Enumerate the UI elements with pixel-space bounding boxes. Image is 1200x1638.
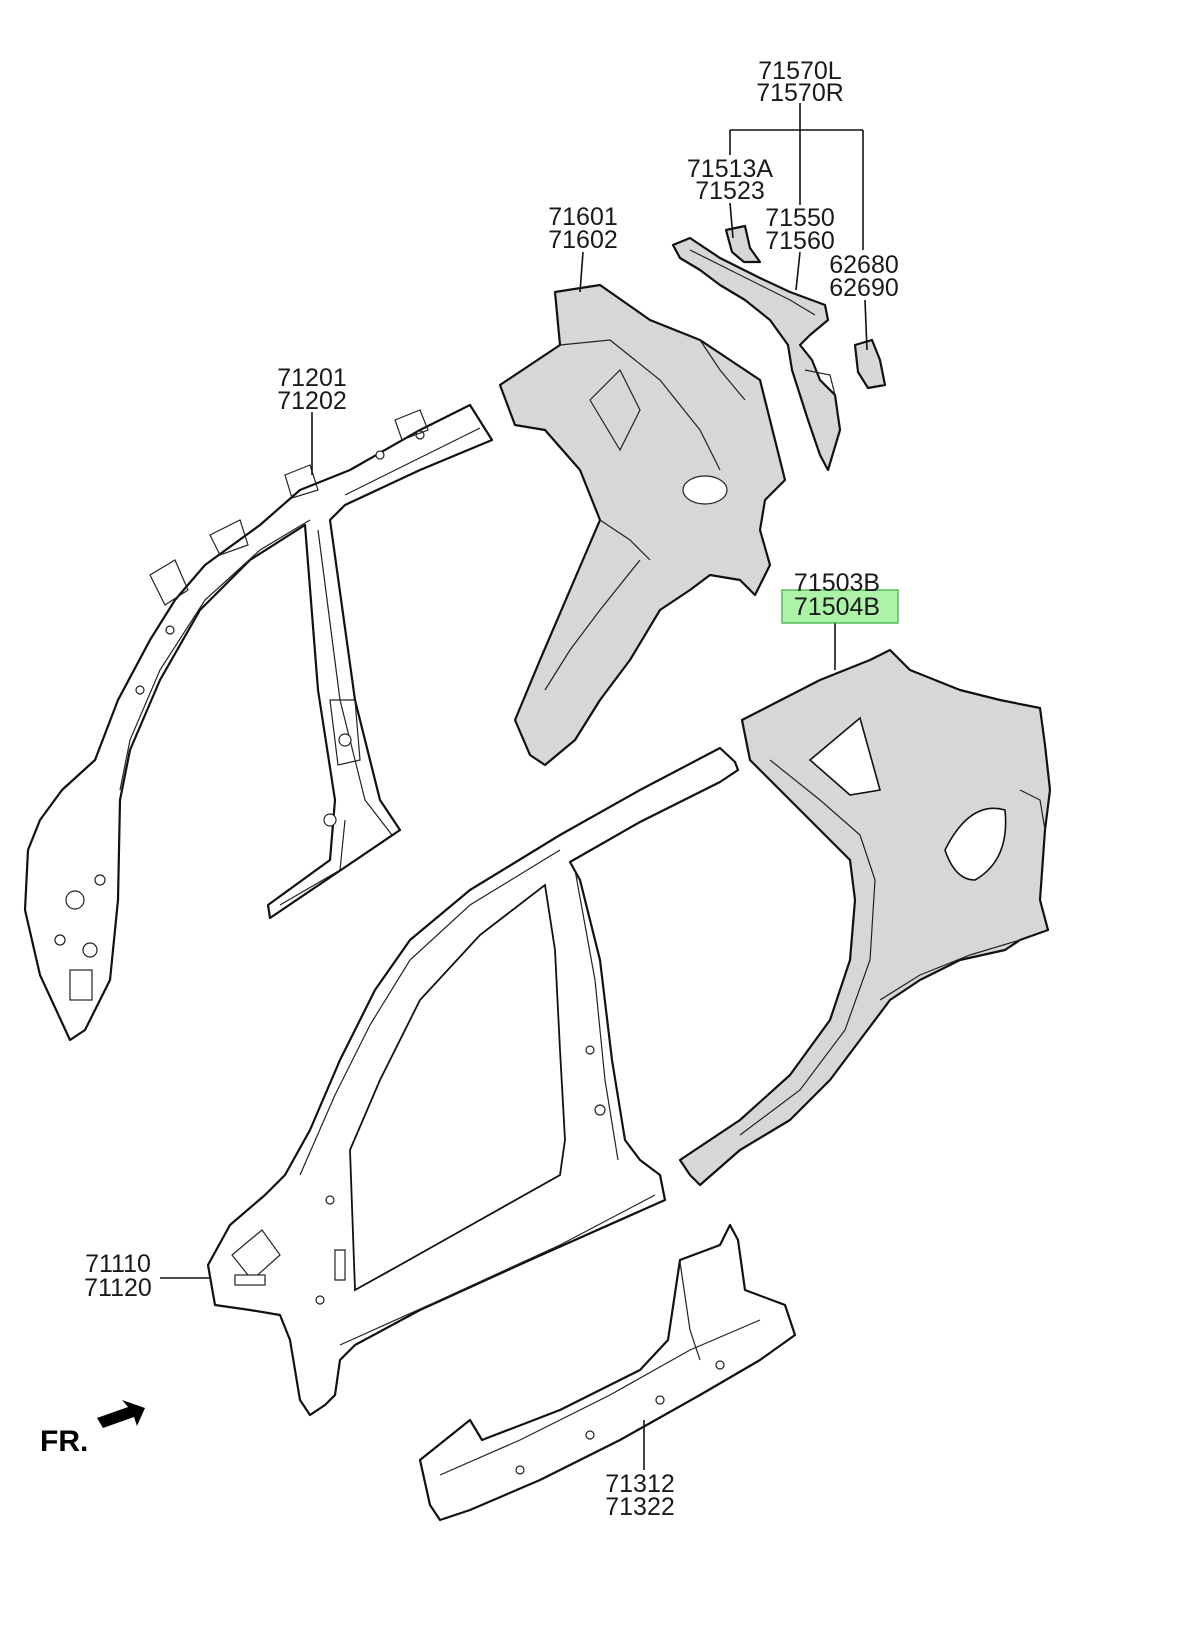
side-sill-part[interactable] (418, 1223, 797, 1522)
callout-71601[interactable]: 71601 71602 (548, 203, 618, 254)
bracket-parts[interactable] (671, 224, 887, 472)
callout-71312[interactable]: 71312 71322 (605, 1470, 675, 1521)
callout-line: 71570L (758, 57, 842, 85)
front-label: FR. (40, 1425, 88, 1458)
inner-quarter-panel-part[interactable] (498, 283, 787, 767)
side-outer-body-part[interactable] (206, 746, 740, 1417)
callout-line: 71570R (756, 79, 844, 107)
callout-71503[interactable]: 71503B 71504B (794, 569, 880, 621)
leader-lines (160, 103, 868, 1470)
callout-line: 71523 (695, 177, 765, 205)
callout-line-highlighted: 71504B (794, 593, 880, 621)
callout-71201[interactable]: 71201 71202 (277, 364, 347, 415)
callout-line: 71312 (605, 1470, 675, 1498)
callout-line: 71110 (85, 1250, 151, 1278)
callout-line: 71601 (548, 203, 618, 231)
callout-line: 71202 (277, 387, 347, 415)
callout-line: 71322 (605, 1493, 675, 1521)
callout-line: 71550 (765, 204, 835, 232)
callout-line: 71503B (794, 569, 880, 597)
callout-line: 71560 (765, 227, 835, 255)
callout-line: 71120 (84, 1274, 152, 1302)
callout-71570[interactable]: 71570L 71570R (756, 57, 844, 107)
arrow-forward-icon (97, 1400, 145, 1428)
callout-line: 71602 (548, 226, 618, 254)
callout-71110[interactable]: 71110 71120 (84, 1250, 152, 1302)
highlight-box (781, 589, 899, 624)
callout-line: 62680 (829, 251, 899, 279)
callout-line: 71513A (687, 155, 774, 183)
orientation-indicator: FR. (40, 1400, 145, 1458)
front-pillar-part[interactable] (23, 403, 494, 1042)
outer-quarter-panel-part[interactable] (678, 648, 1052, 1187)
callout-line: 71201 (277, 364, 347, 392)
callout-71513[interactable]: 71513A 71523 (687, 155, 774, 205)
callout-line: 62690 (829, 274, 899, 302)
callout-71550[interactable]: 71550 71560 (765, 204, 835, 255)
callout-62680[interactable]: 62680 62690 (829, 251, 899, 302)
